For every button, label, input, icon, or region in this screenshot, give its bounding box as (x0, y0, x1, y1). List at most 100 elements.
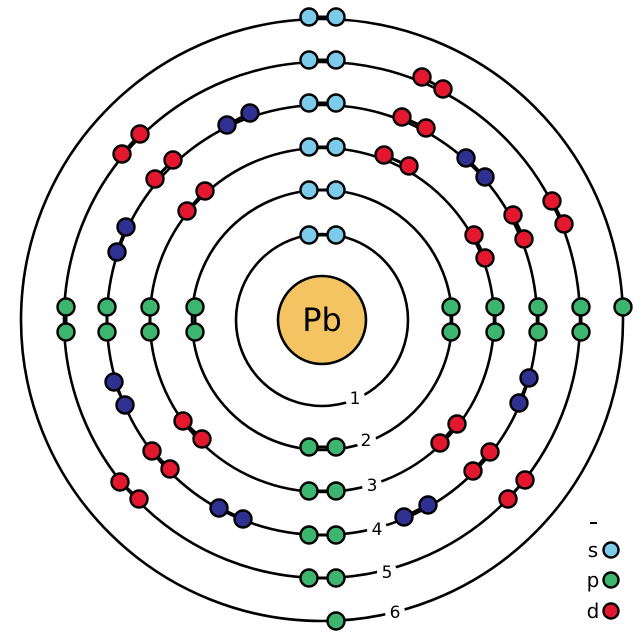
electron-d-shell-3 (399, 156, 419, 176)
shell-3-label: 3 (367, 476, 378, 496)
electron-f-shell-4 (394, 507, 414, 527)
electron-d-shell-3 (374, 145, 394, 165)
electron-d-shell-4 (463, 461, 483, 481)
electron-p-shell-2 (185, 322, 205, 342)
shell-label-gap (356, 430, 376, 450)
electron-p-shell-5 (299, 568, 319, 588)
electron-d-shell-4 (503, 205, 523, 225)
legend-label-d: d (587, 599, 600, 623)
electron-s-shell-4 (299, 93, 319, 113)
shell-label-gap (362, 475, 382, 495)
electron-p-shell-4 (528, 322, 548, 342)
nucleus-circle (276, 274, 368, 366)
electron-p-shell-6 (613, 297, 633, 317)
electron-s-shell-1 (299, 225, 319, 245)
electron-s-shell-2 (299, 180, 319, 200)
electron-p-shell-4 (528, 297, 548, 317)
legend-label-p: p (587, 568, 600, 592)
electron-f-shell-4 (107, 242, 127, 262)
electron-p-shell-3 (140, 297, 160, 317)
electron-d-shell-3 (195, 181, 215, 201)
electron-d-shell-3 (177, 201, 197, 221)
legend-swatch-s (602, 541, 620, 559)
nucleus: Pb (276, 274, 368, 366)
electron-p-shell-2 (299, 437, 319, 457)
shell-6-ring (19, 17, 625, 623)
electron-f-shell-4 (115, 395, 135, 415)
element-symbol: Pb (302, 301, 342, 339)
electron-p-shell-2 (441, 322, 461, 342)
legend-label-s: s (588, 538, 598, 562)
electron-f-shell-4 (475, 167, 495, 187)
electron-p-shell-4 (326, 525, 346, 545)
electron-p-shell-4 (97, 297, 117, 317)
electron-f-shell-4 (116, 217, 136, 237)
shell-6-label: 6 (390, 603, 401, 623)
electron-p-shell-5 (56, 322, 76, 342)
electron-d-shell-5 (110, 472, 130, 492)
electron-p-shell-5 (326, 568, 346, 588)
electron-d-shell-5 (542, 191, 562, 211)
electron-p-shell-6 (326, 611, 346, 631)
electron-d-shell-5 (412, 67, 432, 87)
electron-d-shell-4 (145, 169, 165, 189)
shell-2-label: 2 (361, 431, 372, 451)
electron-f-shell-4 (217, 115, 237, 135)
electron-d-shell-5 (554, 214, 574, 234)
electron-d-shell-5 (129, 489, 149, 509)
electron-d-shell-4 (163, 150, 183, 170)
orbital-legend: spd (587, 522, 620, 623)
electron-p-shell-2 (185, 297, 205, 317)
shell-label-gap (345, 388, 365, 408)
electron-d-shell-3 (475, 248, 495, 268)
electrons (56, 7, 633, 631)
electron-f-shell-4 (104, 372, 124, 392)
electron-s-shell-3 (299, 137, 319, 157)
electron-s-shell-3 (326, 137, 346, 157)
electron-d-shell-3 (173, 411, 193, 431)
shell-5-label: 5 (382, 563, 393, 583)
electron-p-shell-4 (97, 322, 117, 342)
electron-d-shell-5 (515, 470, 535, 490)
legend-swatch-d (602, 602, 620, 620)
electron-f-shell-4 (456, 148, 476, 168)
electron-f-shell-4 (519, 368, 539, 388)
electron-d-shell-3 (192, 429, 212, 449)
legend-swatch-p (602, 571, 620, 589)
electron-p-shell-3 (326, 481, 346, 501)
legend-dash-mark (590, 522, 597, 524)
electron-p-shell-3 (299, 481, 319, 501)
electron-f-shell-4 (418, 495, 438, 515)
electron-p-shell-3 (140, 322, 160, 342)
electron-d-shell-3 (430, 433, 450, 453)
electron-p-shell-5 (571, 322, 591, 342)
electron-s-shell-6 (299, 7, 319, 27)
electron-d-shell-4 (142, 441, 162, 461)
electron-p-shell-5 (571, 297, 591, 317)
electron-d-shell-4 (514, 229, 534, 249)
electron-s-shell-1 (326, 225, 346, 245)
shell-4-label: 4 (372, 520, 383, 540)
electron-d-shell-5 (112, 144, 132, 164)
electron-s-shell-5 (326, 50, 346, 70)
electron-d-shell-4 (160, 459, 180, 479)
electron-s-shell-5 (299, 50, 319, 70)
electron-d-shell-3 (464, 225, 484, 245)
electron-s-shell-6 (326, 7, 346, 27)
electron-f-shell-4 (209, 498, 229, 518)
electron-s-shell-4 (326, 93, 346, 113)
electron-d-shell-5 (130, 124, 150, 144)
electron-p-shell-4 (299, 525, 319, 545)
shell-label-gap (367, 519, 387, 539)
electron-f-shell-4 (240, 103, 260, 123)
electron-p-shell-2 (326, 437, 346, 457)
electron-d-shell-4 (416, 118, 436, 138)
electron-d-shell-5 (433, 79, 453, 99)
shell-label-gap (377, 562, 397, 582)
shell-label-gap (385, 602, 405, 622)
electron-f-shell-4 (233, 509, 253, 529)
electron-p-shell-3 (485, 322, 505, 342)
electron-f-shell-4 (509, 393, 529, 413)
